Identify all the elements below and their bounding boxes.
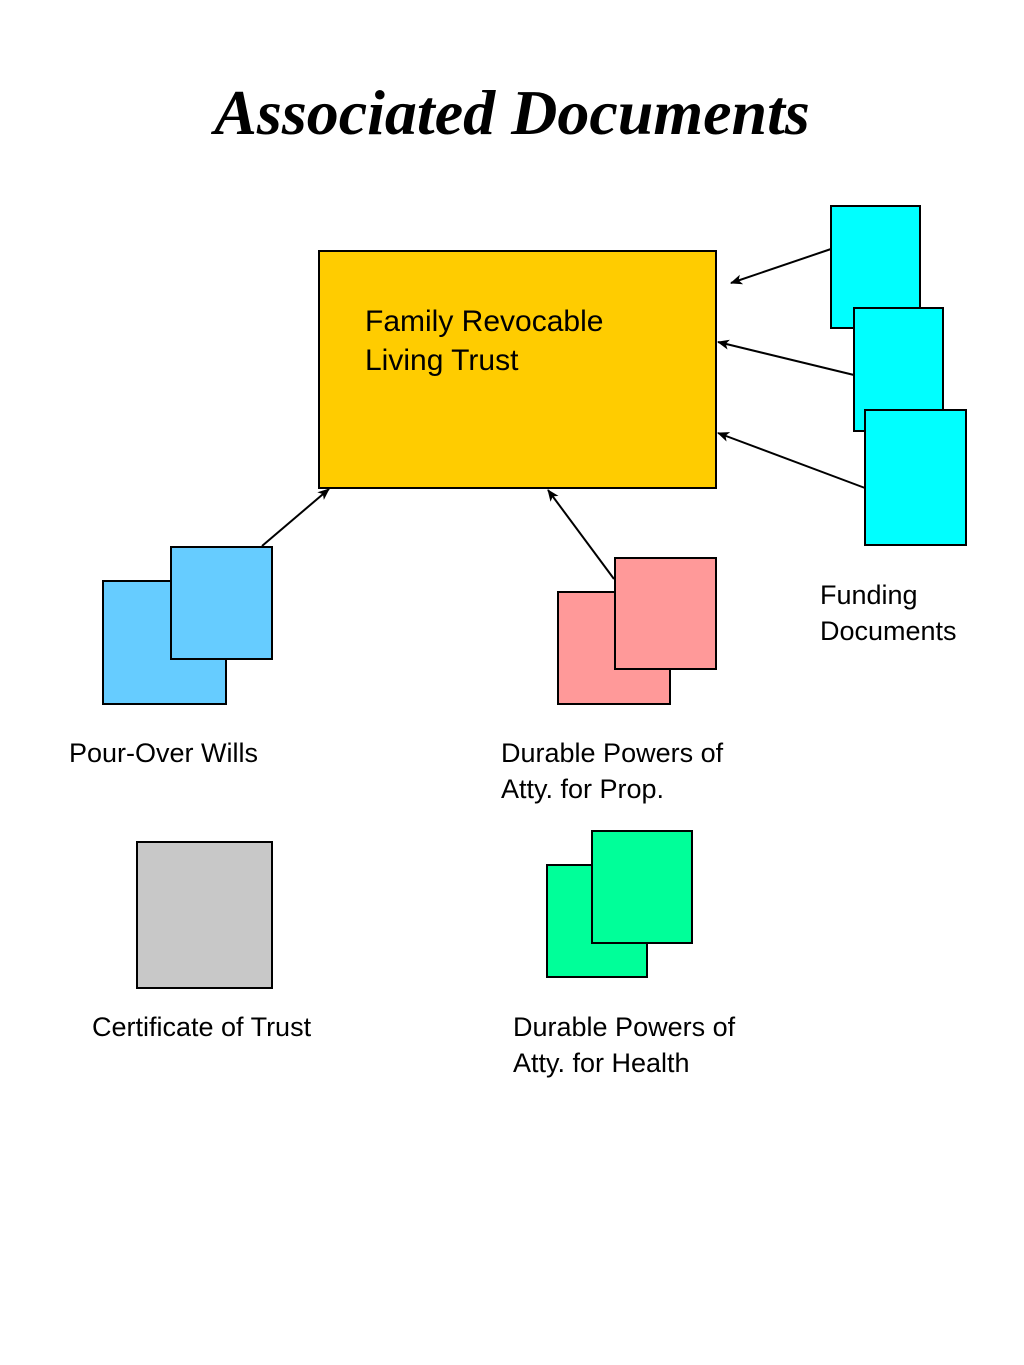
certificate-sheet bbox=[136, 841, 273, 989]
arrow-funding-1 bbox=[730, 248, 832, 285]
wills-doc-sheet-2 bbox=[170, 546, 273, 660]
dpoa-property-sheet-2 bbox=[614, 557, 717, 670]
dpoa-property-stack bbox=[557, 557, 717, 705]
arrow-dpoa-property bbox=[547, 489, 615, 580]
family-trust-box bbox=[318, 250, 717, 489]
arrow-funding-3 bbox=[717, 432, 866, 489]
page-title: Associated Documents bbox=[214, 77, 810, 148]
arrow-wills bbox=[261, 488, 330, 547]
certificate-of-trust-stack bbox=[136, 841, 273, 989]
certificate-of-trust-label: Certificate of Trust bbox=[92, 1012, 312, 1042]
family-trust-label: Family Revocable Living Trust bbox=[365, 305, 604, 377]
dpoa-health-label: Durable Powers of Atty. for Health bbox=[513, 1012, 736, 1078]
pour-over-wills-label: Pour-Over Wills bbox=[69, 738, 259, 768]
dpoa-property-label: Durable Powers of Atty. for Prop. bbox=[501, 738, 724, 804]
funding-documents-stack bbox=[830, 205, 967, 546]
dpoa-health-stack bbox=[546, 830, 693, 978]
funding-doc-sheet-3 bbox=[864, 409, 967, 546]
funding-documents-label: Funding Documents bbox=[820, 580, 957, 646]
pour-over-wills-stack bbox=[102, 546, 273, 705]
arrow-funding-2 bbox=[717, 339, 855, 376]
dpoa-health-sheet-2 bbox=[591, 830, 693, 944]
